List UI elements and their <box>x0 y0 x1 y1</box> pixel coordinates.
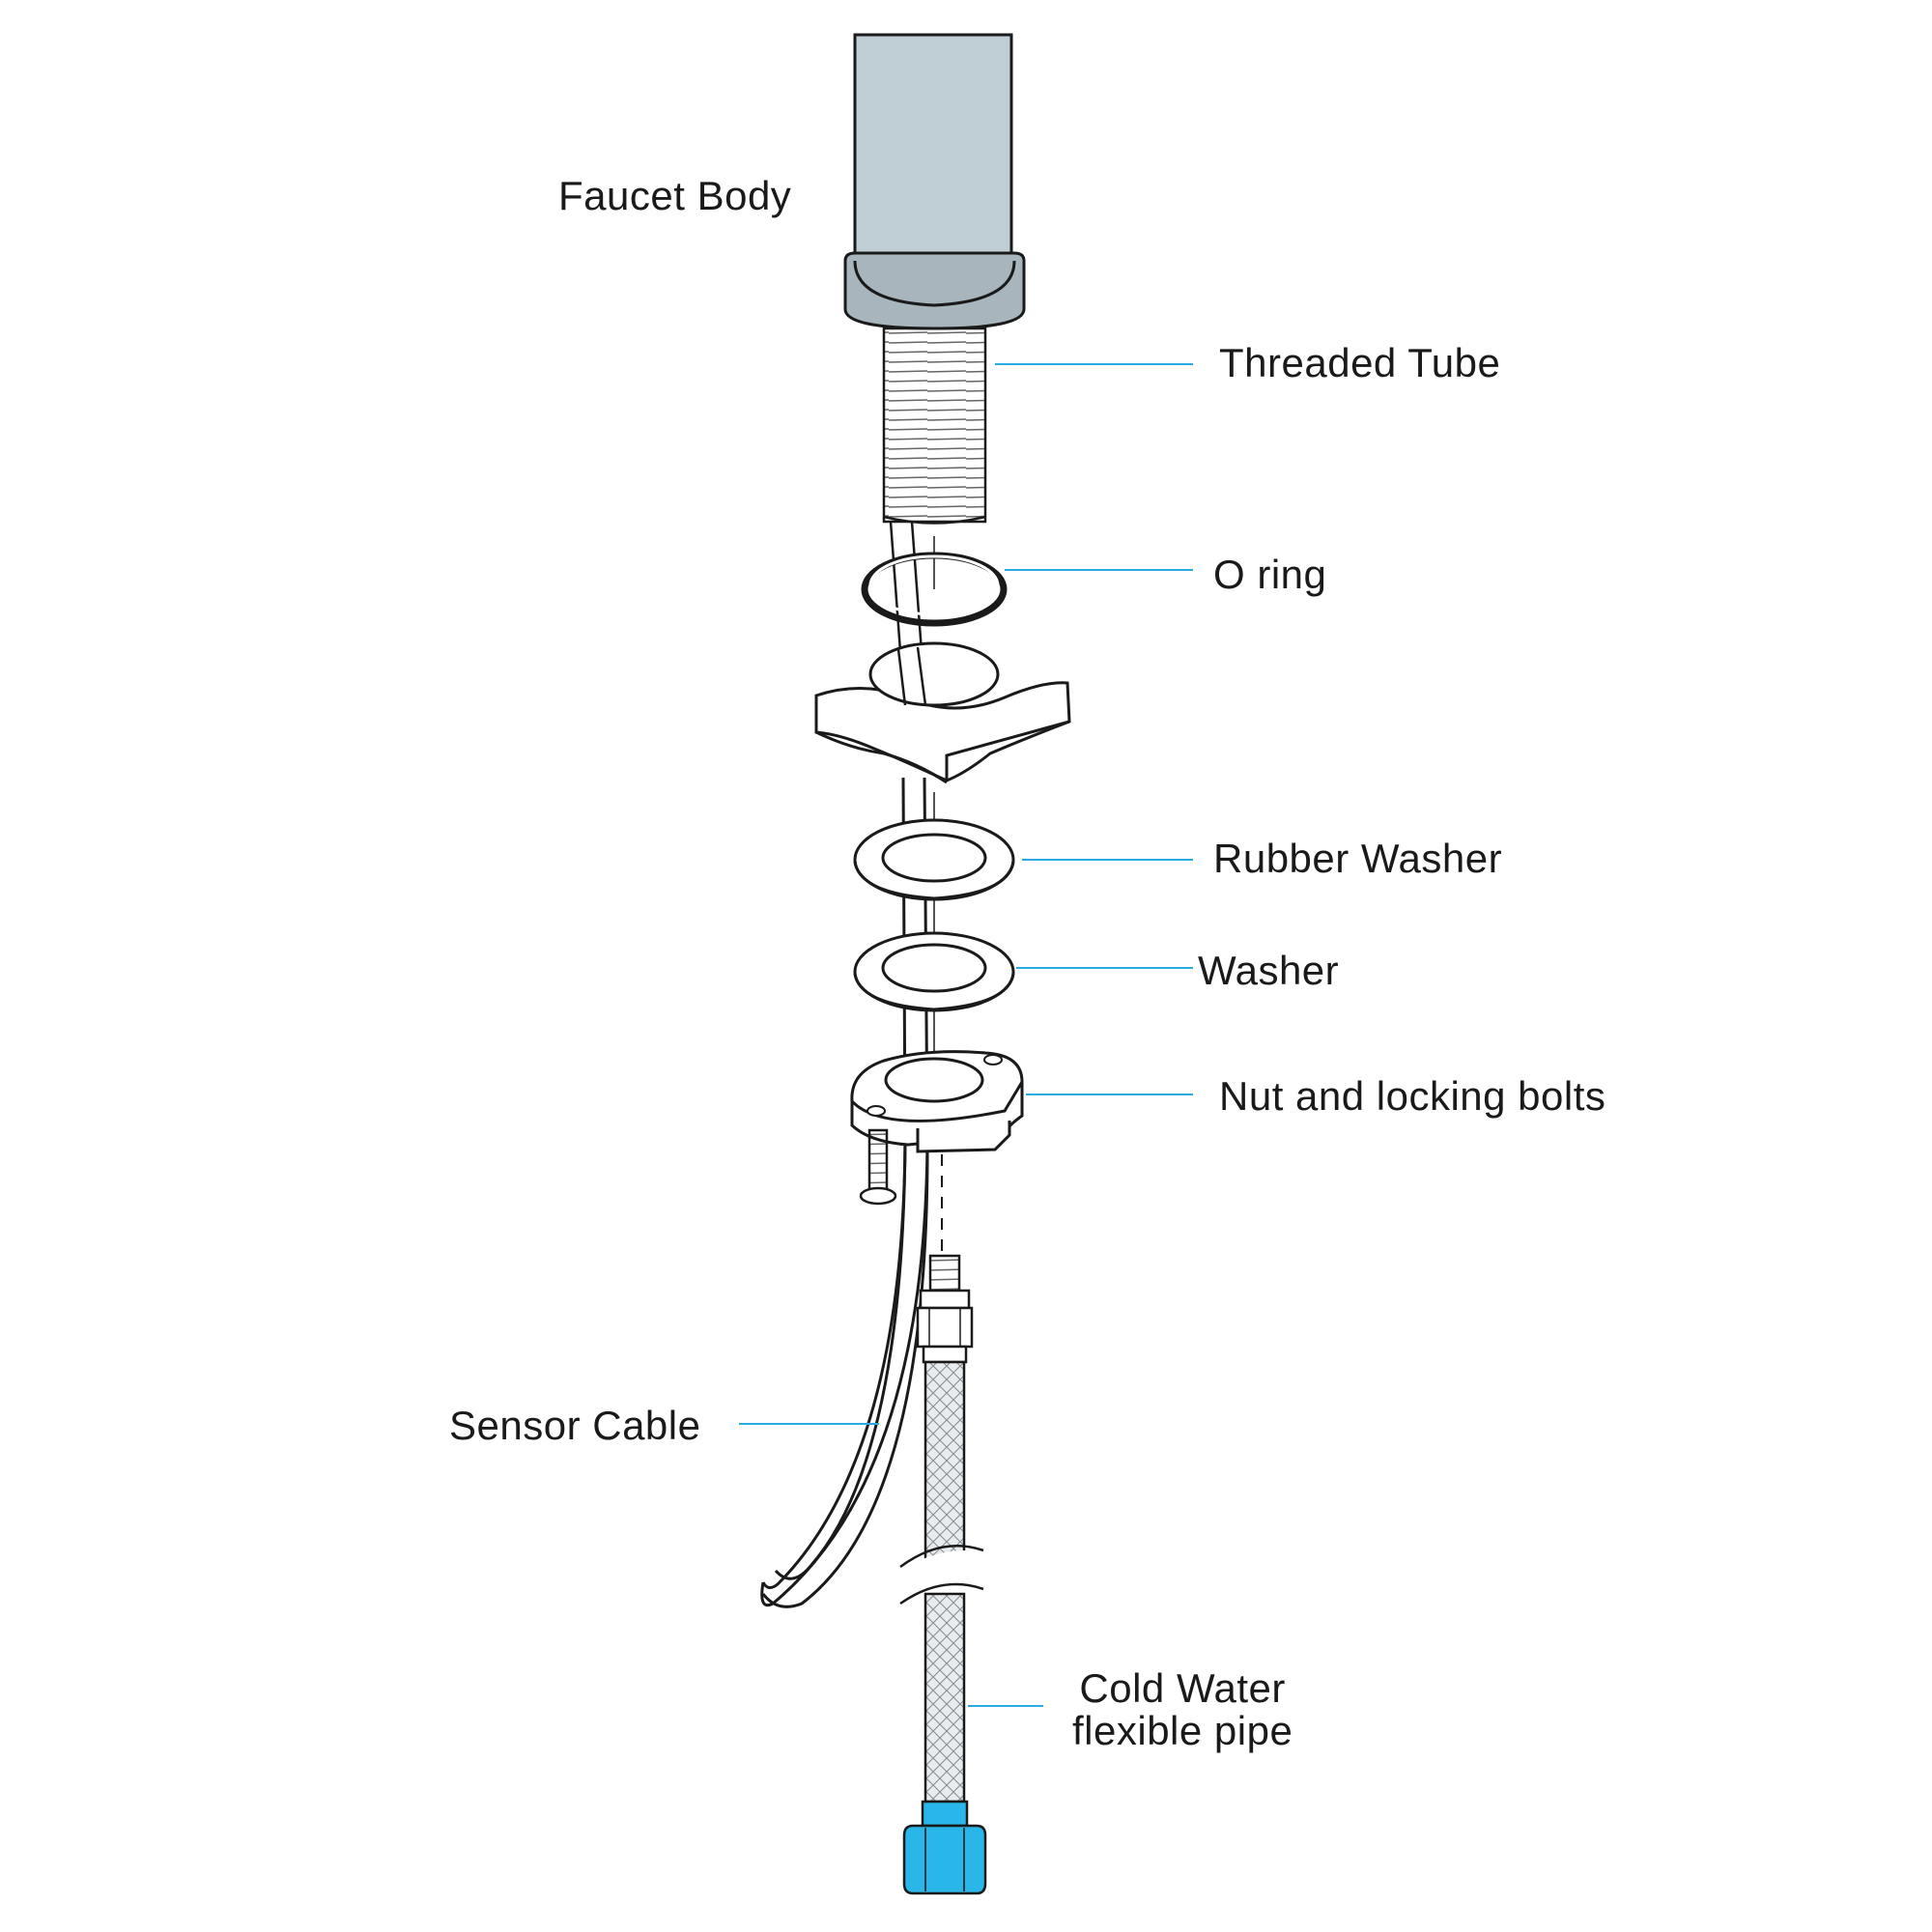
faucet-body <box>843 33 1026 330</box>
countertop-section <box>814 641 1071 784</box>
threaded-tube <box>882 327 987 525</box>
nut-and-locking-bolts <box>850 1050 1024 1206</box>
o-ring <box>861 552 1008 627</box>
label-threaded-tube: Threaded Tube <box>1219 340 1501 385</box>
label-washer: Washer <box>1198 948 1340 993</box>
cold-water-flexible-pipe <box>898 1254 987 1895</box>
sensor-cable <box>760 777 929 1607</box>
label-cold-water-flexible-pipe: Cold Water flexible pipe <box>1072 1665 1293 1754</box>
label-o-ring: O ring <box>1213 552 1327 597</box>
label-faucet-body: Faucet Body <box>558 173 792 218</box>
label-rubber-washer: Rubber Washer <box>1213 836 1503 881</box>
label-sensor-cable: Sensor Cable <box>449 1403 701 1448</box>
leader-lines <box>739 363 1193 1707</box>
washer <box>853 931 1015 1012</box>
label-nut-and-locking-bolts: Nut and locking bolts <box>1219 1073 1606 1119</box>
rubber-washer <box>853 818 1015 901</box>
